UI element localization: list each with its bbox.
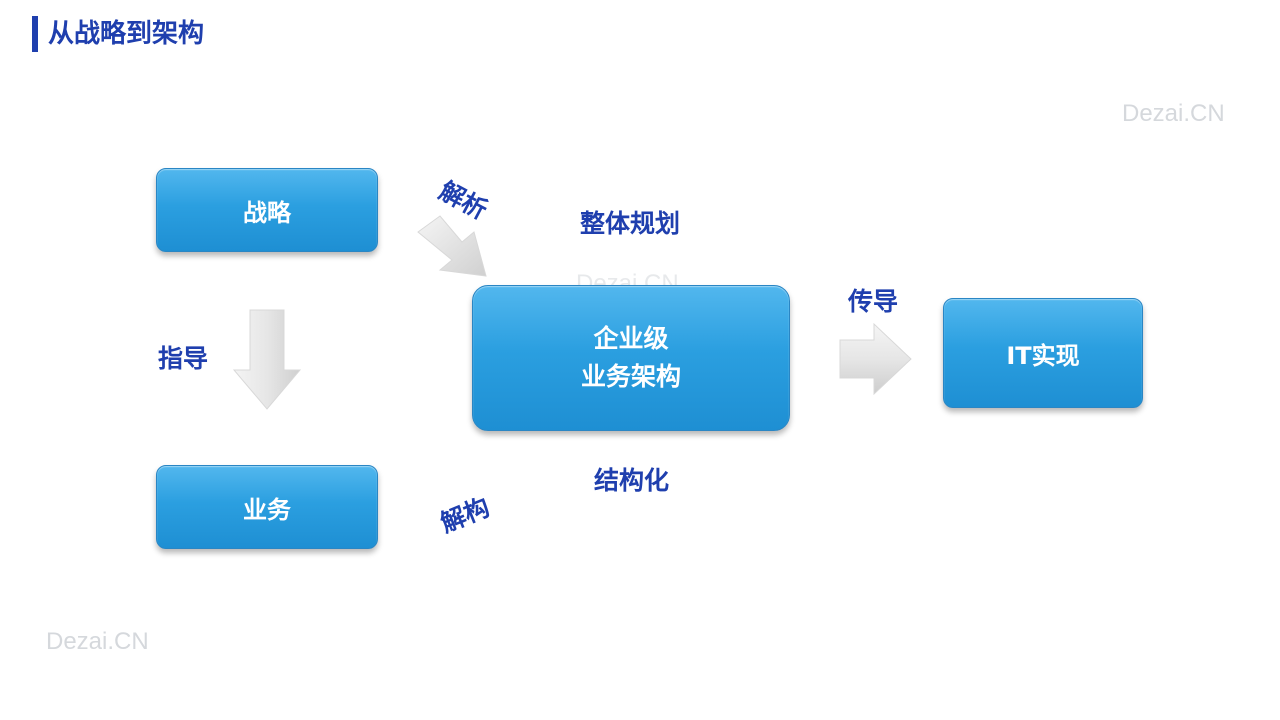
- node-enterprise-architecture: 企业级 业务架构: [472, 285, 790, 431]
- node-it-label: IT实现: [1006, 341, 1080, 370]
- title-accent-bar: [32, 16, 38, 52]
- node-strategy: 战略: [156, 168, 378, 252]
- node-enterprise-line2: 业务架构: [580, 362, 681, 391]
- node-business-label: 业务: [243, 495, 291, 524]
- label-structured: 结构化: [594, 466, 670, 495]
- node-business: 业务: [156, 465, 378, 549]
- node-enterprise-line1: 企业级: [593, 324, 669, 353]
- node-strategy-label: 战略: [243, 198, 291, 227]
- label-guide: 指导: [158, 344, 209, 373]
- diagonal-arrow-icon: [417, 215, 487, 277]
- watermark-bottom-left: Dezai.CN: [46, 628, 149, 655]
- watermark-top-right: Dezai.CN: [1122, 100, 1225, 127]
- label-conduct: 传导: [848, 287, 899, 316]
- down-arrow-icon: [232, 309, 302, 410]
- node-it-implementation: IT实现: [943, 298, 1143, 408]
- label-overall-planning: 整体规划: [580, 209, 681, 238]
- page-title: 从战略到架构: [48, 19, 205, 49]
- label-deconstruct: 解构: [436, 492, 494, 538]
- right-arrow-icon: [839, 322, 912, 396]
